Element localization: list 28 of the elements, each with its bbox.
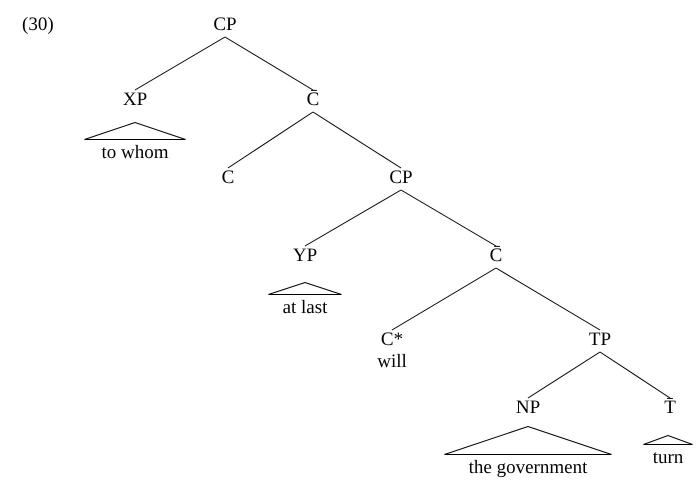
word-label: will [377,351,407,373]
tree-branch [600,352,670,398]
phrase-text: turn [652,447,684,469]
tree-branch [304,190,402,246]
category-label: C̄ [490,245,502,267]
phrase-text: at last [282,297,328,319]
category-label: C̄ [306,89,320,111]
category-label: XP [122,89,148,111]
category-label: TP [588,329,612,351]
category-label: C [222,167,234,189]
category-label: T̄ [664,397,676,419]
phrase-text: to whom [101,142,169,164]
category-label: NP [516,397,540,419]
category-label: CP [213,14,237,36]
category-label: YP [292,245,318,267]
tree-branch [224,36,314,90]
example-number: (30) [22,14,54,36]
abbreviated-constituent [444,426,612,479]
tree-branch [228,112,314,168]
category-label: C* [380,329,404,351]
tree-branch [312,112,402,168]
tree-branch [400,190,496,246]
tree-branch [528,352,600,398]
tree-branch [496,268,600,330]
tree-branch [134,36,226,90]
category-label: CP [389,167,413,189]
tree-branch [392,268,496,330]
phrase-text: the government [468,457,588,479]
